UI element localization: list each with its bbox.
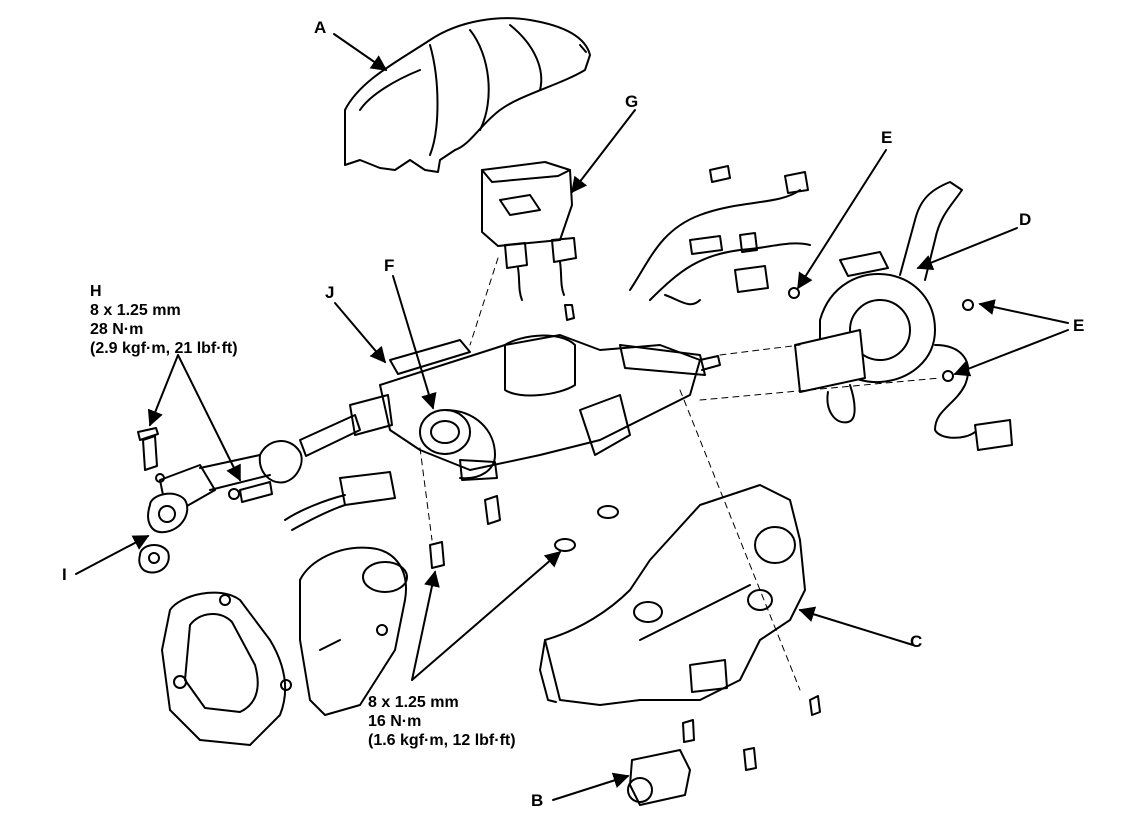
spec-h-torque: 28 N·m (90, 321, 144, 338)
spec-bottom-block: 8 x 1.25 mm 16 N·m (1.6 kgf·m, 12 lbf·ft… (368, 693, 516, 750)
label-g: G (625, 92, 639, 111)
leader-h-2 (177, 354, 241, 482)
label-e-upper: E (881, 128, 893, 147)
label-e-right: E (1073, 316, 1085, 335)
leader-a (333, 33, 388, 71)
lower-left-cover (161, 591, 292, 746)
spec-h-torque-alt: (2.9 kgf·m, 21 lbf·ft) (90, 340, 238, 357)
control-unit-part-g (481, 161, 577, 321)
leader-e-right-1 (978, 299, 1069, 324)
switch-part-b (627, 749, 691, 806)
spec-bottom-torque-alt: (1.6 kgf·m, 12 lbf·ft) (368, 732, 516, 749)
spec-h-block: H 8 x 1.25 mm 28 N·m (2.9 kgf·m, 21 lbf·… (90, 282, 238, 358)
label-f: F (384, 256, 395, 275)
bolts-h (137, 427, 273, 503)
screw-e-right-1 (962, 299, 974, 311)
lower-column-cover-part-c (539, 484, 821, 771)
leader-b (552, 772, 630, 801)
spec-bottom-torque: 16 N·m (368, 713, 422, 730)
label-h: H (90, 283, 102, 300)
leader-e-upper (797, 149, 887, 290)
label-d: D (1019, 210, 1032, 229)
label-c: C (910, 632, 923, 651)
leader-bottom-1 (411, 570, 440, 681)
label-i: I (62, 565, 67, 584)
leader-e-right-2 (953, 329, 1069, 377)
ignition-switch-part-f (419, 409, 498, 481)
leader-i (75, 535, 150, 575)
spec-bottom-size: 8 x 1.25 mm (368, 694, 459, 711)
wiring-harness (629, 165, 811, 306)
connector-left (284, 471, 396, 531)
steering-column-part-j (299, 334, 721, 471)
combination-switch-part-d (794, 181, 1013, 451)
screw-e-upper (788, 287, 800, 299)
label-a: A (314, 18, 327, 37)
universal-joint-part-i (138, 440, 303, 574)
leader-g (571, 109, 636, 194)
leader-c (798, 606, 914, 646)
leader-j (334, 302, 387, 364)
label-j: J (325, 283, 335, 302)
upper-column-cover-part-a (344, 17, 591, 173)
mount-bolts (429, 495, 619, 569)
leader-h-1 (147, 354, 179, 427)
leader-bottom-2 (411, 550, 562, 681)
leader-d (916, 227, 1018, 271)
screw-e-right-2 (942, 370, 954, 382)
label-b: B (531, 791, 544, 810)
column-boot-cover (299, 546, 408, 716)
alignment-lines (419, 257, 941, 691)
spec-h-size: 8 x 1.25 mm (90, 302, 181, 319)
leader-f (392, 275, 437, 410)
